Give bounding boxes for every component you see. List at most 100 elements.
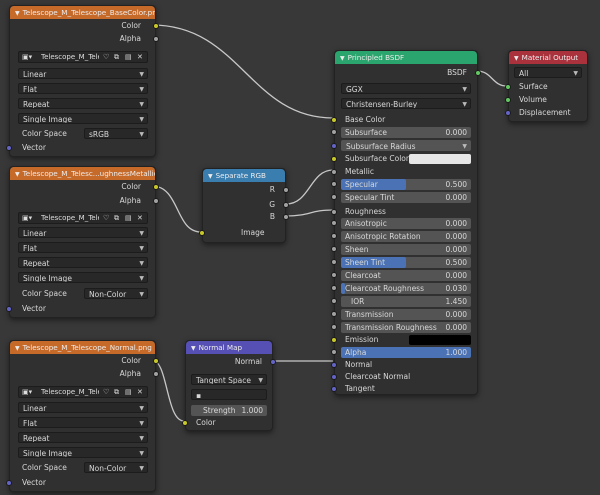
image-icon[interactable]: ▣▾ — [22, 53, 33, 61]
input-image-socket[interactable] — [199, 230, 205, 236]
output-alpha-socket[interactable] — [153, 371, 159, 377]
subsurface-radius-socket[interactable] — [331, 143, 337, 149]
new-image-icon[interactable]: ⧉ — [114, 214, 119, 222]
output-alpha-socket[interactable] — [153, 198, 159, 204]
node-header[interactable]: ▼Telescope_M_Telescope_Normal.png — [10, 341, 155, 354]
anisotropic-rotation-socket[interactable] — [331, 233, 337, 239]
node-header[interactable]: ▼Telescope_M_Telescope_BaseColor.png — [10, 6, 155, 19]
collapse-triangle-icon[interactable]: ▼ — [208, 173, 213, 180]
alpha-socket[interactable] — [331, 349, 337, 355]
node-header[interactable]: ▼Normal Map — [186, 341, 272, 354]
image-icon[interactable]: ▣▾ — [22, 214, 33, 222]
tangent-socket[interactable] — [331, 386, 337, 392]
image-icon[interactable]: ▣▾ — [22, 388, 33, 396]
projection-dropdown[interactable]: Flat▼ — [18, 242, 148, 253]
uv-map-field[interactable]: ▪ — [191, 389, 267, 400]
normal-map-node[interactable]: ▼Normal Map Normal Tangent Space▼ ▪ Stre… — [182, 340, 276, 431]
sheen-tint-socket[interactable] — [331, 259, 337, 265]
image-selector[interactable]: ▣▾ Telescope_M_Tele... ♡ ⧉ ▤ ✕ — [18, 212, 148, 224]
open-folder-icon[interactable]: ▤ — [125, 53, 132, 61]
source-dropdown[interactable]: Single Image▼ — [18, 272, 148, 283]
interpolation-dropdown[interactable]: Linear▼ — [18, 68, 148, 79]
emission-socket[interactable] — [331, 337, 337, 343]
extension-dropdown[interactable]: Repeat▼ — [18, 432, 148, 443]
close-icon[interactable]: ✕ — [137, 214, 143, 222]
strength-field[interactable]: Strength 1.000 — [191, 405, 267, 416]
extension-dropdown[interactable]: Repeat▼ — [18, 98, 148, 109]
source-dropdown[interactable]: Single Image▼ — [18, 447, 148, 458]
node-header[interactable]: ▼Separate RGB — [203, 169, 285, 182]
emission-color-swatch[interactable] — [409, 335, 471, 345]
close-icon[interactable]: ✕ — [137, 53, 143, 61]
output-g-socket[interactable] — [283, 202, 289, 208]
collapse-triangle-icon[interactable]: ▼ — [15, 345, 20, 352]
base-color-socket[interactable] — [331, 117, 337, 123]
fake-user-icon[interactable]: ♡ — [103, 53, 110, 61]
input-vector-socket[interactable] — [6, 480, 12, 486]
output-color-socket[interactable] — [153, 358, 159, 364]
clearcoat-roughness-socket[interactable] — [331, 285, 337, 291]
collapse-triangle-icon[interactable]: ▼ — [15, 10, 20, 17]
output-bsdf-socket[interactable] — [475, 70, 481, 76]
image-name[interactable]: Telescope_M_Tele... — [41, 214, 99, 222]
normal-socket[interactable] — [331, 362, 337, 368]
collapse-triangle-icon[interactable]: ▼ — [191, 345, 196, 352]
output-b-socket[interactable] — [283, 214, 289, 220]
subsurface-method-dropdown[interactable]: Christensen-Burley▼ — [341, 98, 471, 109]
color-space-dropdown[interactable]: sRGB▼ — [84, 128, 148, 139]
image-selector[interactable]: ▣▾ Telescope_M_Teles... ♡ ⧉ ▤ ✕ — [18, 51, 148, 63]
new-image-icon[interactable]: ⧉ — [114, 53, 119, 61]
color-space-dropdown[interactable]: Non-Color▼ — [84, 462, 148, 473]
subsurface-radius-field[interactable]: Subsurface Radius▼ — [341, 140, 471, 151]
transmission-roughness-socket[interactable] — [331, 324, 337, 330]
output-alpha-socket[interactable] — [153, 36, 159, 42]
open-folder-icon[interactable]: ▤ — [125, 388, 132, 396]
space-dropdown[interactable]: Tangent Space▼ — [191, 374, 267, 385]
projection-dropdown[interactable]: Flat▼ — [18, 83, 148, 94]
ior-socket[interactable] — [331, 298, 337, 304]
interpolation-dropdown[interactable]: Linear▼ — [18, 227, 148, 238]
image-name[interactable]: Telescope_M_Tele... — [41, 388, 99, 396]
output-color-socket[interactable] — [153, 23, 159, 29]
subsurface-color-socket[interactable] — [331, 156, 337, 162]
principled-bsdf-node[interactable]: ▼Principled BSDF BSDF GGX▼ Christensen-B… — [331, 50, 481, 395]
image-selector[interactable]: ▣▾ Telescope_M_Tele... ♡ ⧉ ▤ ✕ — [18, 386, 148, 398]
distribution-dropdown[interactable]: GGX▼ — [341, 83, 471, 94]
projection-dropdown[interactable]: Flat▼ — [18, 417, 148, 428]
node-header[interactable]: ▼Material Output — [509, 51, 587, 64]
anisotropic-socket[interactable] — [331, 220, 337, 226]
input-color-socket[interactable] — [182, 420, 188, 426]
output-normal-socket[interactable] — [270, 359, 276, 365]
image-texture-node-roughness[interactable]: ▼Telescope_M_Telesc...ughnessMetallic.pn… — [6, 166, 159, 318]
new-image-icon[interactable]: ⧉ — [114, 388, 119, 396]
fake-user-icon[interactable]: ♡ — [103, 214, 110, 222]
color-space-dropdown[interactable]: Non-Color▼ — [84, 288, 148, 299]
output-r-socket[interactable] — [283, 187, 289, 193]
subsurface-color-swatch[interactable] — [409, 154, 471, 164]
sheen-socket[interactable] — [331, 246, 337, 252]
output-color-socket[interactable] — [153, 184, 159, 190]
collapse-triangle-icon[interactable]: ▼ — [514, 55, 519, 62]
image-texture-node-basecolor[interactable]: ▼Telescope_M_Telescope_BaseColor.png Col… — [6, 5, 159, 157]
collapse-triangle-icon[interactable]: ▼ — [15, 171, 20, 178]
node-header[interactable]: ▼Telescope_M_Telesc...ughnessMetallic.pn… — [10, 167, 155, 180]
extension-dropdown[interactable]: Repeat▼ — [18, 257, 148, 268]
subsurface-socket[interactable] — [331, 129, 337, 135]
image-texture-node-normal[interactable]: ▼Telescope_M_Telescope_Normal.png Color … — [6, 340, 159, 492]
target-dropdown[interactable]: All▼ — [514, 67, 582, 78]
specular-tint-socket[interactable] — [331, 194, 337, 200]
transmission-socket[interactable] — [331, 311, 337, 317]
close-icon[interactable]: ✕ — [137, 388, 143, 396]
surface-socket[interactable] — [505, 84, 511, 90]
